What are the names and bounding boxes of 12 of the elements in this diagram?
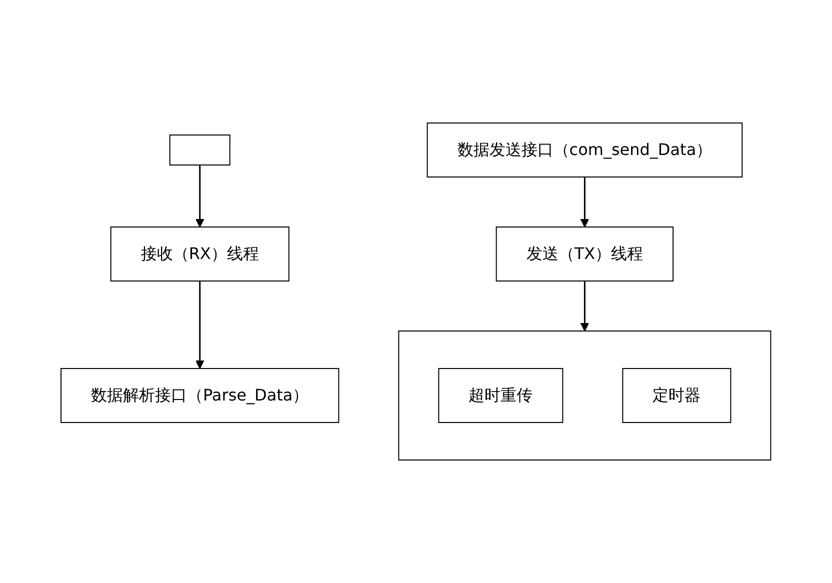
node-box: 定时器 [622, 368, 732, 423]
cluster [398, 330, 772, 460]
node-box: 数据发送接口（com_send_Data） [426, 122, 743, 178]
node-box: 接收（RX）线程 [110, 226, 290, 282]
node-box [170, 134, 230, 166]
node-box: 发送（TX）线程 [496, 226, 674, 282]
arrow [196, 281, 204, 369]
arrow [580, 177, 590, 228]
node-box: 数据解析接口（Parse_Data） [60, 368, 340, 423]
arrow [196, 165, 204, 228]
node-box: 超时重传 [438, 368, 564, 423]
arrow [580, 281, 590, 332]
